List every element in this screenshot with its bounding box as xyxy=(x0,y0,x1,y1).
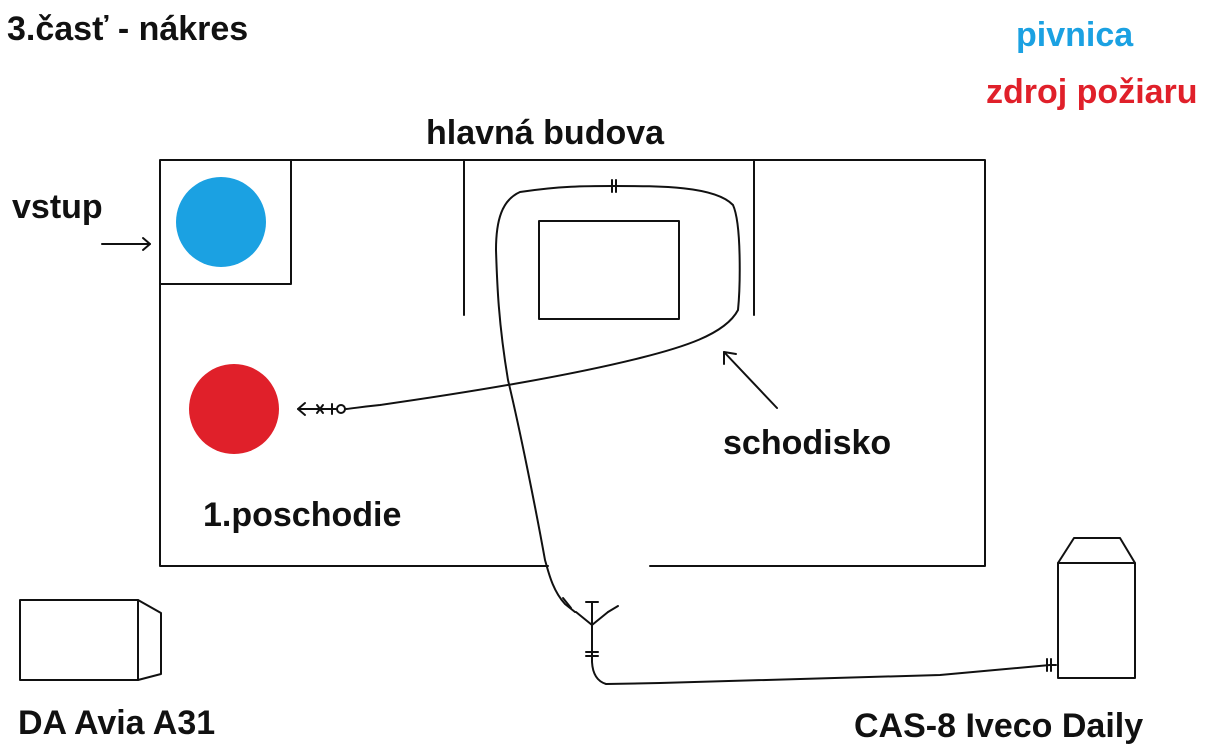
first-floor-label: 1.poschodie xyxy=(203,496,402,534)
vehicle-iveco-body xyxy=(1057,562,1136,679)
vehicle-iveco-cab xyxy=(1057,537,1136,564)
divider-right-stub xyxy=(607,605,619,613)
basement-marker xyxy=(176,177,266,267)
fire-source-marker xyxy=(189,364,279,454)
vehicle-avia-body xyxy=(19,599,139,681)
hose-coupling-down xyxy=(562,597,572,609)
hose-to-fire xyxy=(345,185,741,613)
nozzle-arrowhead xyxy=(297,402,306,416)
hose-pump-to-divider xyxy=(591,651,1057,685)
building-outline xyxy=(159,159,986,567)
staircase-pointer-head xyxy=(723,351,737,365)
legend-fire-source: zdroj požiaru xyxy=(986,73,1198,111)
vehicle-iveco-label: CAS-8 Iveco Daily xyxy=(854,707,1144,745)
page-title: 3.časť - nákres xyxy=(7,10,249,48)
nozzle-end xyxy=(336,404,346,414)
main-building-label: hlavná budova xyxy=(426,114,665,152)
entrance-label: vstup xyxy=(12,188,103,226)
nozzle-cross-b xyxy=(316,404,324,414)
vehicle-avia-cab xyxy=(137,599,162,681)
vehicle-avia-label: DA Avia A31 xyxy=(18,704,216,742)
staircase-pointer xyxy=(723,351,778,409)
staircase-label: schodisko xyxy=(723,424,892,462)
legend-basement: pivnica xyxy=(1016,16,1134,54)
entrance-arrowhead xyxy=(142,237,151,251)
entrance-vestibule xyxy=(159,159,292,285)
staircase-block xyxy=(538,220,680,320)
